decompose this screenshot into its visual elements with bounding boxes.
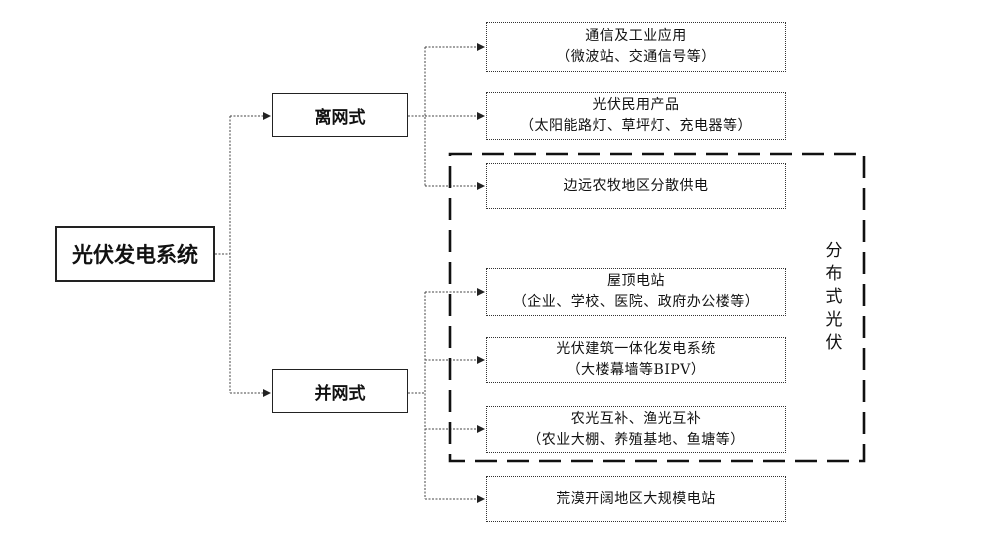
leaf-rooftop: 屋顶电站 （企业、学校、医院、政府办公楼等） (486, 268, 786, 316)
leaf-bipv: 光伏建筑一体化发电系统 （大楼幕墙等BIPV） (486, 337, 786, 383)
root-node: 光伏发电系统 (55, 226, 215, 282)
distributed-pv-char: 式 (825, 287, 843, 307)
leaf-title: 荒漠开阔地区大规模电站 (556, 490, 716, 507)
leaf-title: 边远农牧地区分散供电 (563, 177, 709, 194)
offgrid-node: 离网式 (272, 93, 408, 137)
distributed-pv-char: 伏 (825, 333, 843, 353)
leaf-detail: （微波站、交通信号等） (556, 49, 716, 65)
leaf-consumer-products: 光伏民用产品 （太阳能路灯、草坪灯、充电器等） (486, 92, 786, 140)
ongrid-label: 并网式 (314, 383, 366, 404)
offgrid-label: 离网式 (314, 107, 366, 128)
distributed-pv-label: 分 布 式 光 伏 (822, 240, 846, 355)
leaf-detail: （农业大棚、养殖基地、鱼塘等） (527, 431, 745, 448)
distributed-pv-char: 光 (825, 310, 843, 330)
leaf-detail: （企业、学校、医院、政府办公楼等） (512, 294, 760, 310)
distributed-pv-char: 布 (825, 264, 843, 284)
distributed-pv-char: 分 (825, 241, 843, 261)
leaf-remote-supply: 边远农牧地区分散供电 (486, 163, 786, 209)
leaf-title: 光伏建筑一体化发电系统 (556, 341, 716, 357)
leaf-title: 光伏民用产品 (592, 97, 680, 113)
distributed-pv-frame (448, 152, 866, 463)
ongrid-node: 并网式 (272, 369, 408, 413)
leaf-title: 通信及工业应用 (585, 28, 687, 44)
root-label: 光伏发电系统 (72, 243, 198, 267)
leaf-agri-fishery: 农光互补、渔光互补 （农业大棚、养殖基地、鱼塘等） (486, 406, 786, 453)
leaf-detail: （太阳能路灯、草坪灯、充电器等） (520, 118, 752, 134)
leaf-desert-station: 荒漠开阔地区大规模电站 (486, 476, 786, 522)
leaf-detail: （大楼幕墙等BIPV） (566, 362, 706, 378)
leaf-title: 屋顶电站 (607, 273, 665, 289)
leaf-telecom-industrial: 通信及工业应用 （微波站、交通信号等） (486, 22, 786, 72)
leaf-title: 农光互补、渔光互补 (570, 410, 702, 427)
